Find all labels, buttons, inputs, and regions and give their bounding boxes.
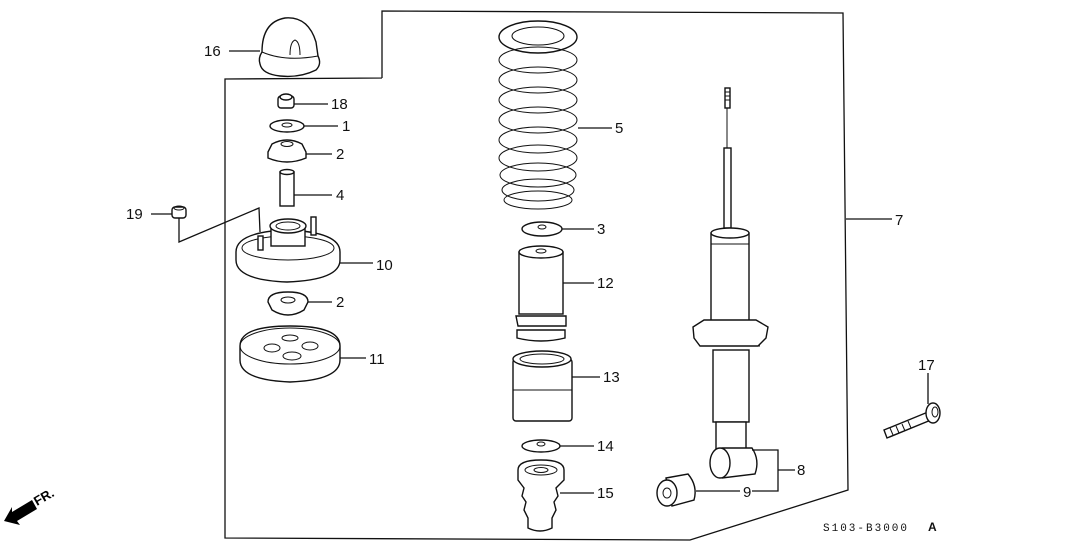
label-3: 3 bbox=[597, 221, 605, 238]
part-3-washer[interactable] bbox=[521, 221, 563, 237]
part-9-bushing[interactable] bbox=[656, 473, 696, 507]
part-14-bump-stop-plate[interactable] bbox=[521, 439, 561, 453]
part-4-collar[interactable] bbox=[279, 168, 295, 207]
part-5-coil-spring[interactable] bbox=[498, 20, 578, 210]
label-17: 17 bbox=[918, 357, 935, 374]
part-18-self-locking-nut[interactable] bbox=[277, 93, 295, 109]
leader-19-bracket bbox=[178, 207, 261, 243]
label-2-lower: 2 bbox=[336, 294, 344, 311]
label-10: 10 bbox=[376, 257, 393, 274]
part-13-spring-seat-rubber[interactable] bbox=[512, 350, 573, 422]
front-direction-label: FR. bbox=[31, 485, 57, 508]
part-12-dust-boot[interactable] bbox=[515, 245, 567, 342]
label-2-upper: 2 bbox=[336, 146, 344, 163]
label-14: 14 bbox=[597, 438, 614, 455]
label-4: 4 bbox=[336, 187, 344, 204]
label-11: 11 bbox=[369, 351, 385, 368]
label-7: 7 bbox=[895, 212, 903, 229]
drawing-code: S103-B3000 bbox=[823, 523, 909, 535]
label-5: 5 bbox=[615, 120, 623, 137]
part-16-mount-cap[interactable] bbox=[258, 17, 321, 78]
assembly-frame bbox=[224, 10, 849, 541]
label-19: 19 bbox=[126, 206, 143, 223]
part-19-flange-nut[interactable] bbox=[171, 205, 187, 219]
label-9: 9 bbox=[743, 484, 751, 501]
label-16: 16 bbox=[204, 43, 221, 60]
drawing-code-suffix: A bbox=[928, 520, 937, 534]
part-11-mount-rubber[interactable] bbox=[239, 325, 341, 383]
label-12: 12 bbox=[597, 275, 614, 292]
part-15-bump-stop-rubber[interactable] bbox=[517, 459, 565, 532]
part-2-lower-bushing[interactable] bbox=[267, 291, 309, 316]
label-13: 13 bbox=[603, 369, 620, 386]
part-1-washer[interactable] bbox=[269, 119, 305, 133]
part-17-bolt[interactable] bbox=[883, 402, 941, 439]
part-10-mount-base[interactable] bbox=[235, 216, 341, 283]
label-8: 8 bbox=[797, 462, 805, 479]
label-15: 15 bbox=[597, 485, 614, 502]
part-7-shock-absorber[interactable] bbox=[692, 87, 769, 479]
front-direction-arrow-icon bbox=[4, 500, 37, 525]
label-18: 18 bbox=[331, 96, 348, 113]
part-2-upper-bushing[interactable] bbox=[267, 139, 307, 163]
label-1: 1 bbox=[342, 118, 350, 135]
